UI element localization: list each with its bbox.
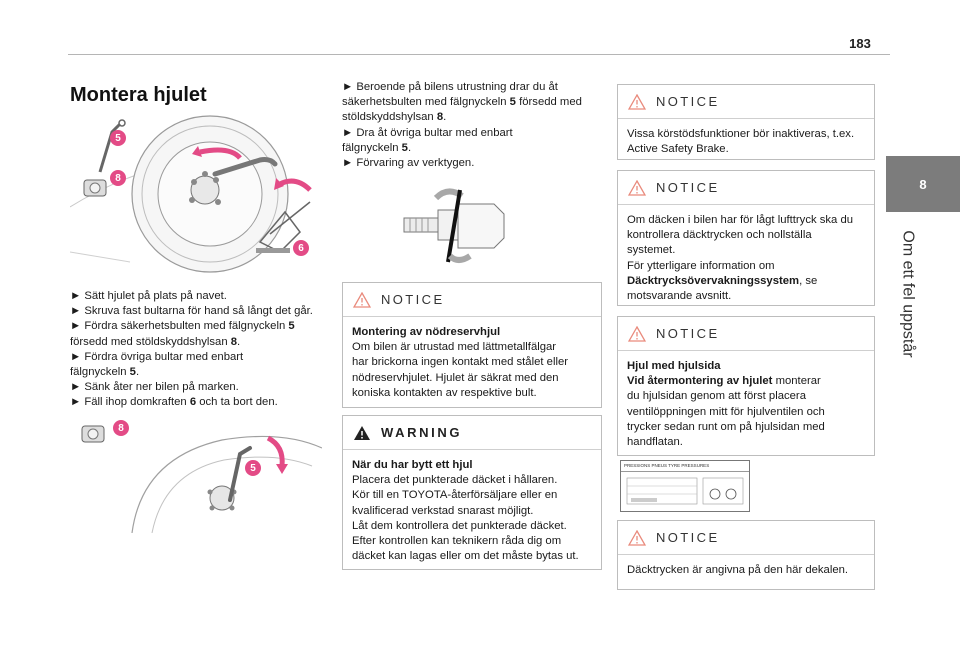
step-line: ► Skruva fast bultarna för hand så långt… [70,305,313,318]
bold-term: Däcktrycksövervakningssystem [627,274,800,287]
text-line: För ytterligare information om [627,259,775,272]
bolt-socket-illustration [403,188,505,263]
badge-wrench-2-label: 5 [250,462,256,474]
wheel-mounting-illustration [70,115,312,273]
caution-triangle-icon [628,529,646,546]
chapter-label-wrap: Om ett fel uppstår [893,218,923,370]
text-line: du hjulsidan genom att först placera [627,390,806,403]
text-line: Placera det punkterade däcket i hållaren… [352,474,558,487]
page-number: 183 [849,36,871,51]
tyre-pressure-decal: PRESSIONS PNEUS TYRE PRESSURES [620,460,750,512]
badge-socket: 8 [110,170,126,186]
badge-jack-label: 6 [298,242,304,254]
step-line: ► Förvaring av verktygen. [342,157,475,170]
chapter-label: Om ett fel uppstår [900,230,918,358]
notice-body: Hjul med hjulsida Vid återmontering av h… [618,351,874,458]
text-line: Kör till en TOYOTA-återförsäljare eller … [352,489,558,502]
warning-triangle-icon [354,425,370,440]
notice-hubcap: NOTICE Hjul med hjulsida Vid återmonteri… [617,316,875,456]
text-line: Vissa körstödsfunktioner bör inaktiveras… [627,128,855,140]
notice-body: Däcktrycken är angivna på den här dekale… [618,555,874,586]
caution-triangle-icon [628,179,646,196]
notice-driver-assist: NOTICE Vissa körstödsfunktioner bör inak… [617,84,875,160]
warning-after-change: WARNING När du har bytt ett hjul Placera… [342,415,602,570]
steps-middle: ► Beroende på bilens utrustning drar du … [342,80,602,171]
text-line: motsvarande avsnitt. [627,290,732,303]
steps-left: ► Sätt hjulet på plats på navet. ► Skruv… [70,289,335,411]
text-line: däcket kan lagas eller om det måste byta… [352,550,579,563]
warning-header: WARNING [343,416,601,450]
text-line: Om däcken i bilen har för lågt lufttryck… [627,214,854,226]
badge-socket-label: 8 [115,172,121,184]
notice-spare-wheel: NOTICE Montering av nödreservhjul Om bil… [342,282,602,408]
step-line: ► Fördra övriga bultar med enbart [70,350,244,363]
caution-triangle-icon [353,291,371,308]
badge-socket-2-label: 8 [118,422,124,434]
step-line: ► Beroende på bilens utrustning drar du … [342,81,558,93]
text-line: systemet. [627,244,676,257]
notice-heading: Hjul med hjulsida [627,360,721,372]
text-line: Active Safety Brake. [627,143,729,156]
text-line: ventilöppningen mitt för hjulventilen oc… [627,405,825,418]
notice-tyre-pressure: NOTICE Om däcken i bilen har för lågt lu… [617,170,875,306]
notice-header: NOTICE [618,317,874,351]
chapter-tab[interactable]: 8 [886,156,960,212]
top-divider [68,54,890,55]
text-line: trycker sedan runt om på hjulsidan med [627,420,825,433]
caution-triangle-icon [628,93,646,110]
caution-triangle-icon [628,325,646,342]
notice-header: NOTICE [618,521,874,555]
notice-title: NOTICE [656,326,720,341]
notice-heading: Montering av nödreservhjul [352,326,501,338]
decal-header: PRESSIONS PNEUS TYRE PRESSURES [621,461,749,472]
wheel-tightening-illustration [81,425,322,533]
warning-title: WARNING [381,425,463,440]
step-line: ► Sätt hjulet på plats på navet. [70,290,227,302]
text-line: handflatan. [627,436,683,449]
text-line: nödreservhjulet. Hjulet är säkrat med de… [352,371,559,384]
warning-heading: När du har bytt ett hjul [352,459,473,471]
notice-header: NOTICE [618,171,874,205]
notice-decal: NOTICE Däcktrycken är angivna på den här… [617,520,875,590]
text-line: Däcktrycksövervakningssystem, se [627,274,818,287]
text-line: kontrollera däcktrycken och nollställa [627,229,812,242]
notice-header: NOTICE [343,283,601,317]
step-line: ► Dra åt övriga bultar med enbart [342,126,513,139]
text-line: kvalificerad verkstad snarast möjligt. [352,504,534,517]
badge-wrench-label: 5 [115,132,121,144]
text-line: koniska kontakten av respektive bult. [352,386,537,399]
notice-title: NOTICE [656,530,720,545]
warning-body: När du har bytt ett hjul Placera det pun… [343,450,601,572]
text-line: har brickorna ingen kontakt med stålet e… [352,356,569,369]
text-line: Vid återmontering av hjulet monterar [627,375,821,388]
step-line: säkerhetsbulten med fälgnyckeln 5 försed… [342,96,582,109]
badge-socket-2: 8 [113,420,129,436]
step-line: försedd med stöldskyddshylsan 8. [70,335,241,348]
text-line: Om bilen är utrustad med lättmetallfälga… [352,341,557,354]
text-line: Låt dem kontrollera det punkterade däcke… [352,519,567,532]
notice-title: NOTICE [381,292,445,307]
badge-jack: 6 [293,240,309,256]
notice-body: Vissa körstödsfunktioner bör inaktiveras… [618,119,874,165]
badge-wrench: 5 [110,130,126,146]
text-line: Däcktrycken är angivna på den här dekale… [627,564,849,576]
notice-header: NOTICE [618,85,874,119]
section-title: Montera hjulet [70,84,207,106]
notice-body: Om däcken i bilen har för lågt lufttryck… [618,205,874,312]
step-line: ► Fäll ihop domkraften 6 och ta bort den… [70,396,278,409]
notice-body: Montering av nödreservhjul Om bilen är u… [343,317,601,409]
badge-wrench-2: 5 [245,460,261,476]
notice-title: NOTICE [656,180,720,195]
step-line: fälgnyckeln 5. [70,366,140,379]
notice-title: NOTICE [656,94,720,109]
text-line: Efter kontrollen kan teknikern råda dig … [352,535,562,548]
step-line: ► Fördra säkerhetsbulten med fälgnyckeln… [70,320,295,333]
step-line: fälgnyckeln 5. [342,141,412,154]
decal-diagram [626,477,744,505]
step-line: stöldskyddshylsan 8. [342,111,447,124]
column-left: Montera hjulet [70,82,332,122]
step-line: ► Sänk åter ner bilen på marken. [70,381,239,394]
